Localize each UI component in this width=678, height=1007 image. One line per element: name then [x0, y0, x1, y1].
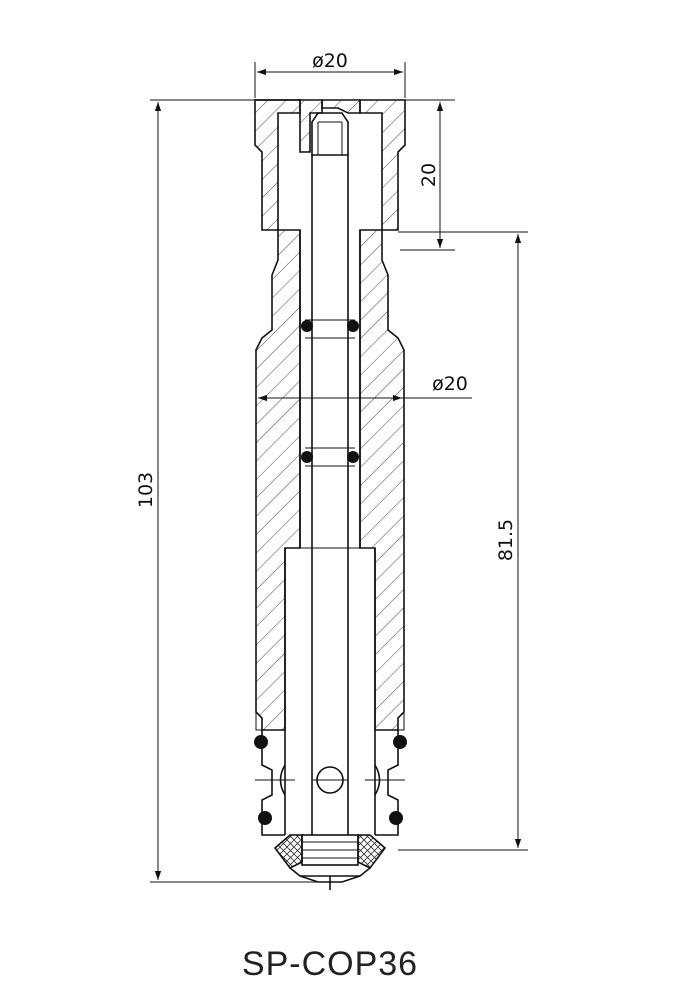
lower-length-label: 81.5 [495, 519, 517, 561]
cap-left-skirt [254, 99, 301, 231]
dim-head-height: 20 [150, 99, 455, 251]
dim-overall-length: 103 [135, 102, 318, 883]
model-title: SP-COP36 [242, 945, 418, 983]
body-right-half [359, 229, 405, 731]
bottom-seat [273, 834, 387, 890]
cap-section [254, 99, 406, 231]
cap-center-top [321, 99, 361, 114]
overall-length-label: 103 [135, 472, 157, 508]
dim-mid-diameter: ø20 [258, 373, 472, 402]
stem-top-nut [311, 112, 349, 156]
top-diameter-label: ø20 [312, 50, 348, 72]
dim-top-diameter: ø20 [254, 50, 406, 98]
cap-right-wall [359, 99, 406, 231]
stem [300, 155, 360, 835]
lower-housing [255, 712, 405, 836]
dim-lower-length: 81.5 [398, 231, 528, 851]
body-section [255, 229, 405, 731]
head-height-label: 20 [418, 163, 440, 187]
body-left-half [255, 229, 301, 731]
mid-diameter-label: ø20 [432, 373, 468, 395]
lower-o-rings [254, 735, 407, 825]
upper-o-rings [301, 320, 359, 463]
